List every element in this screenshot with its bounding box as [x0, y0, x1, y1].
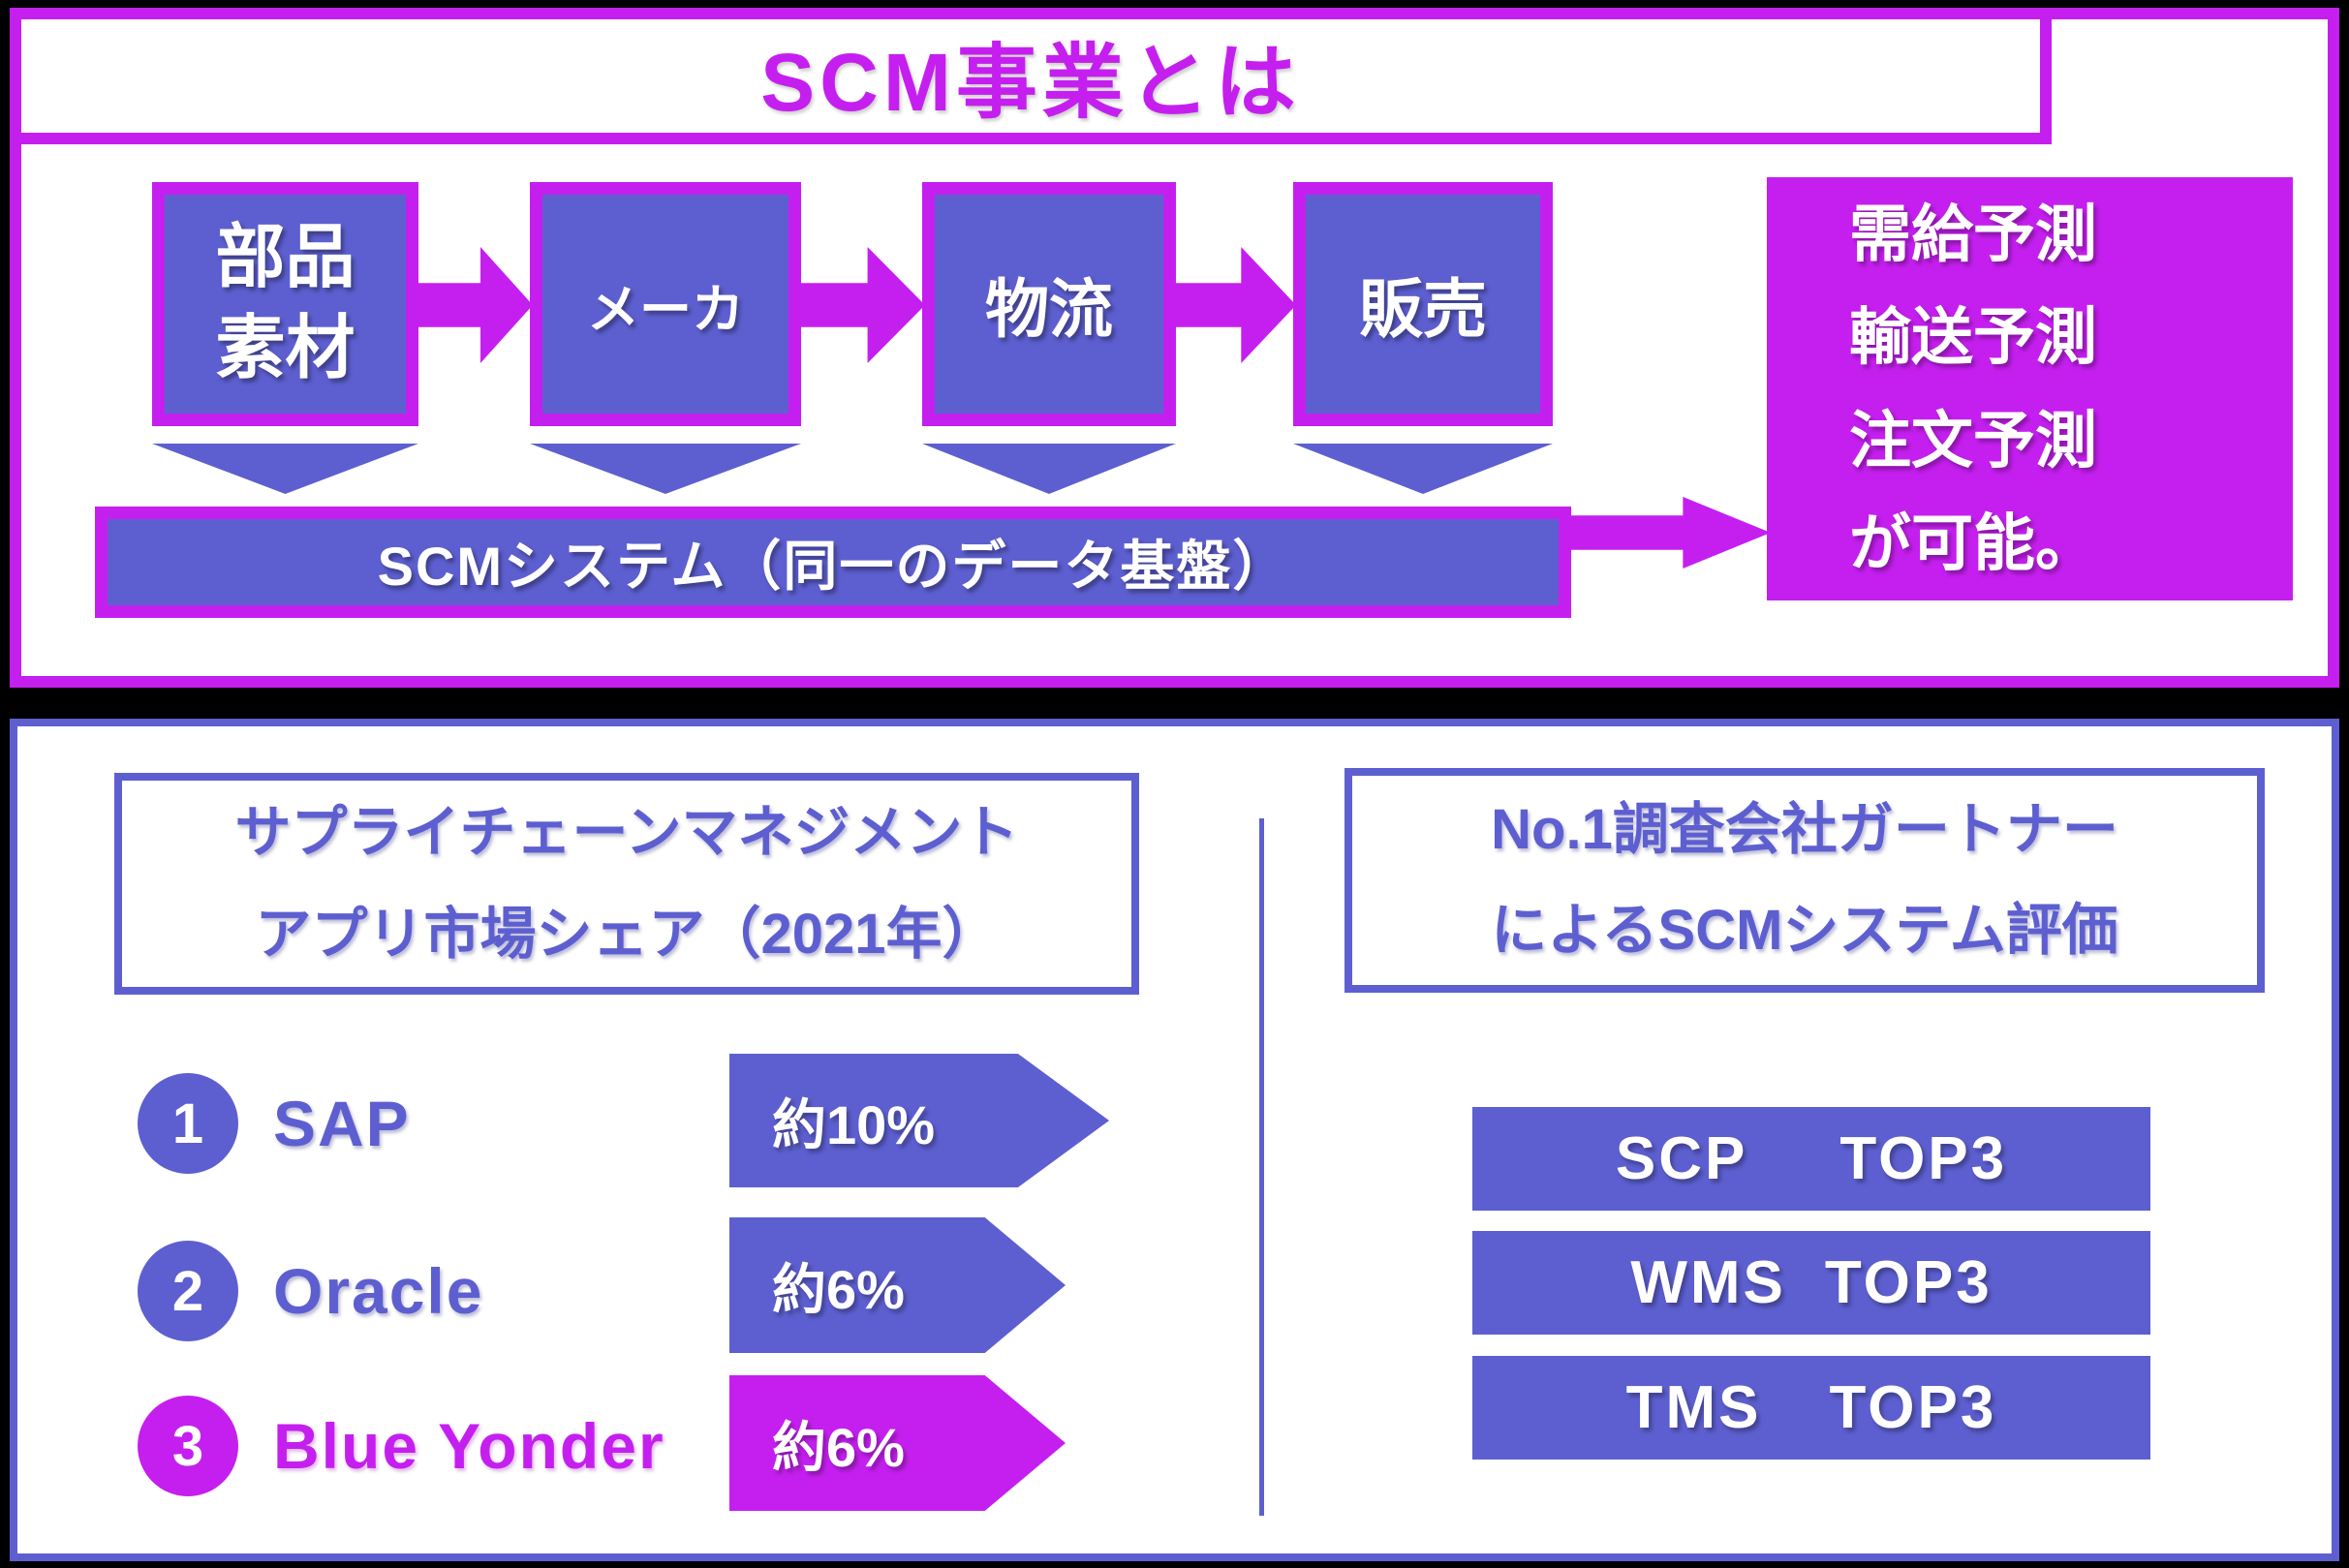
- flow-box-label-line: 販売: [1359, 273, 1487, 345]
- gartner-title-line: No.1調査会社ガートナー: [1491, 797, 2118, 861]
- rank-number: 3: [171, 1414, 204, 1478]
- rating-bar-wms: WMS TOP3: [1472, 1231, 2150, 1335]
- share-tag: 約6%: [729, 1217, 1066, 1353]
- result-line: 需給予測: [1849, 200, 2097, 270]
- vendor-name-text: Oracle: [273, 1255, 484, 1327]
- rank-number: 1: [171, 1091, 204, 1155]
- share-value: 約10%: [772, 1093, 936, 1155]
- flow-box-label-line: 物流: [985, 273, 1113, 345]
- flow-box-logistics: 物流: [922, 182, 1176, 426]
- flow-box-label-line: 素材: [215, 310, 355, 387]
- rating-award: TOP3: [1829, 1374, 1997, 1441]
- rating-category: SCP: [1615, 1125, 1748, 1192]
- market-share-title-line: サプライチェーンマネジメント: [234, 801, 1019, 865]
- rank-badge: 2: [138, 1241, 238, 1341]
- scm-system-bar-label: SCMシステム（同一のデータ基盤）: [377, 536, 1289, 597]
- rating-award: TOP3: [1839, 1125, 2008, 1192]
- vendor-name: Blue Yonder: [273, 1396, 665, 1496]
- market-share-title-box: サプライチェーンマネジメント アプリ市場シェア（2021年）: [114, 773, 1139, 995]
- result-line: 輸送予測: [1849, 302, 2097, 373]
- vendor-name: SAP: [273, 1073, 411, 1174]
- prediction-result-box: 需給予測 輸送予測 注文予測 が可能。: [1767, 177, 2293, 600]
- rating-bar-tms: TMS TOP3: [1472, 1356, 2150, 1460]
- rating-award: TOP3: [1824, 1249, 1993, 1316]
- page-title-box: SCM事業とは: [10, 8, 2052, 144]
- share-tag: 約10%: [729, 1054, 1109, 1187]
- rank-badge: 1: [138, 1073, 238, 1174]
- rank-badge: 3: [138, 1396, 238, 1496]
- result-line: が可能。: [1849, 507, 2097, 578]
- vendor-name-text: SAP: [273, 1088, 411, 1159]
- flow-box-label-line: 部品: [215, 219, 355, 297]
- page-title: SCM事業とは: [760, 37, 1301, 128]
- vertical-divider: [1259, 818, 1264, 1516]
- scm-system-bar: SCMシステム（同一のデータ基盤）: [95, 507, 1571, 618]
- flow-box-sales: 販売: [1293, 182, 1553, 426]
- gartner-title-line: によるSCMシステム評価: [1491, 899, 2118, 962]
- flow-box-label-line: メーカ: [587, 280, 744, 339]
- rating-bar-scp: SCP TOP3: [1472, 1107, 2150, 1211]
- vendor-name-text: Blue Yonder: [273, 1410, 665, 1482]
- flow-box-parts-materials: 部品 素材: [152, 182, 418, 426]
- rank-number: 2: [171, 1259, 204, 1323]
- gartner-title-box: No.1調査会社ガートナー によるSCMシステム評価: [1344, 768, 2265, 993]
- rating-category: WMS: [1630, 1249, 1786, 1316]
- vendor-name: Oracle: [273, 1241, 483, 1341]
- share-value: 約6%: [772, 1258, 905, 1320]
- result-line: 注文予測: [1849, 405, 2097, 476]
- flow-box-maker: メーカ: [530, 182, 801, 426]
- market-share-title-line: アプリ市場シェア（2021年）: [255, 902, 999, 966]
- share-tag: 約6%: [729, 1375, 1066, 1511]
- rating-category: TMS: [1625, 1374, 1762, 1441]
- share-value: 約6%: [772, 1416, 905, 1478]
